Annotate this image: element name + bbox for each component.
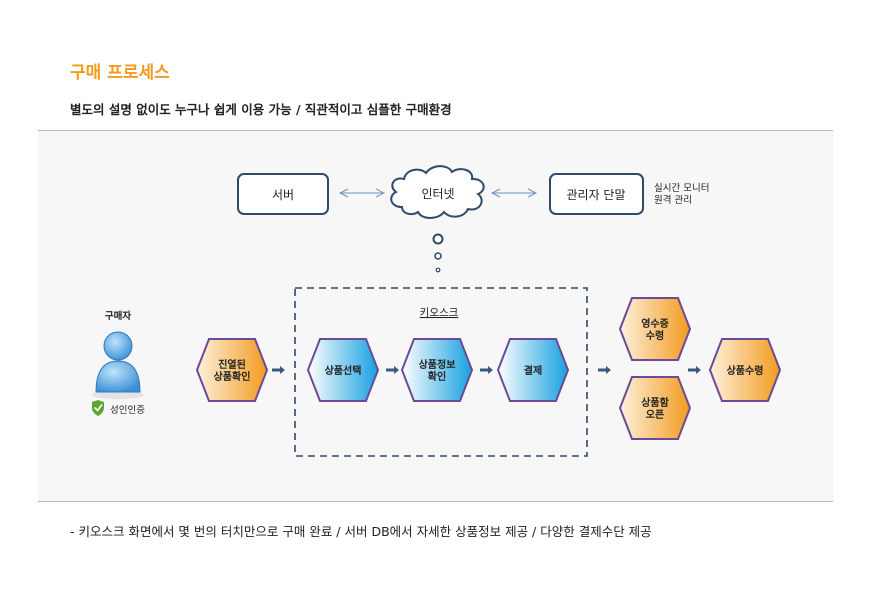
footer-note: - 키오스크 화면에서 몇 번의 터치만으로 구매 완료 / 서버 DB에서 자…: [70, 524, 652, 539]
admin-terminal-node: 관리자 단말: [549, 173, 644, 215]
hex-step-label: 수령: [646, 330, 664, 342]
page-subtitle: 별도의 설명 없이도 누구나 쉽게 이용 가능 / 직관적이고 심플한 구매환경: [70, 102, 452, 117]
hex-step-label: 오픈: [646, 409, 664, 421]
kiosk-boundary: [294, 287, 588, 457]
admin-note-monitor: 실시간 모니터: [654, 183, 709, 194]
hex-step-product-receive: 상품수령: [708, 338, 782, 402]
flow-arrow-icon: [272, 366, 285, 374]
shield-check-icon: [92, 400, 104, 416]
server-label: 서버: [272, 188, 294, 202]
buyer-person-icon: [92, 331, 144, 399]
flow-arrow-icon: [688, 366, 701, 374]
hex-step-label: 상품확인: [214, 370, 251, 383]
server-node: 서버: [237, 173, 329, 215]
admin-note-remote: 원격 관리: [654, 194, 692, 206]
hex-step-label: 상품수령: [727, 364, 764, 377]
hex-step-label: 상품함: [641, 396, 669, 409]
thought-bubble-medium: [434, 252, 442, 260]
kiosk-label: 키오스크: [420, 307, 459, 319]
thought-bubble-large: [432, 233, 444, 245]
hex-step-label: 영수증: [641, 317, 669, 330]
admin-terminal-label: 관리자 단말: [566, 188, 625, 202]
hex-step-payment: 결제: [496, 338, 570, 402]
internet-cloud: 인터넷: [390, 165, 485, 273]
internet-label: 인터넷: [421, 187, 454, 201]
flow-arrow-icon: [386, 366, 399, 374]
flow-arrow-icon: [480, 366, 493, 374]
hex-step-label: 진열된: [218, 358, 246, 371]
flow-arrow-icon: [598, 366, 611, 374]
hex-step-label: 확인: [428, 370, 446, 383]
hex-step-label: 결제: [524, 364, 542, 377]
thought-bubble-small: [435, 267, 441, 273]
buyer-label: 구매자: [105, 310, 131, 322]
page-title: 구매 프로세스: [70, 63, 170, 83]
adult-verification-label: 성인인증: [110, 405, 145, 416]
hex-step-label: 상품선택: [325, 364, 362, 377]
hex-step-label: 상품정보: [419, 358, 456, 371]
hex-step-product-select: 상품선택: [306, 338, 380, 402]
